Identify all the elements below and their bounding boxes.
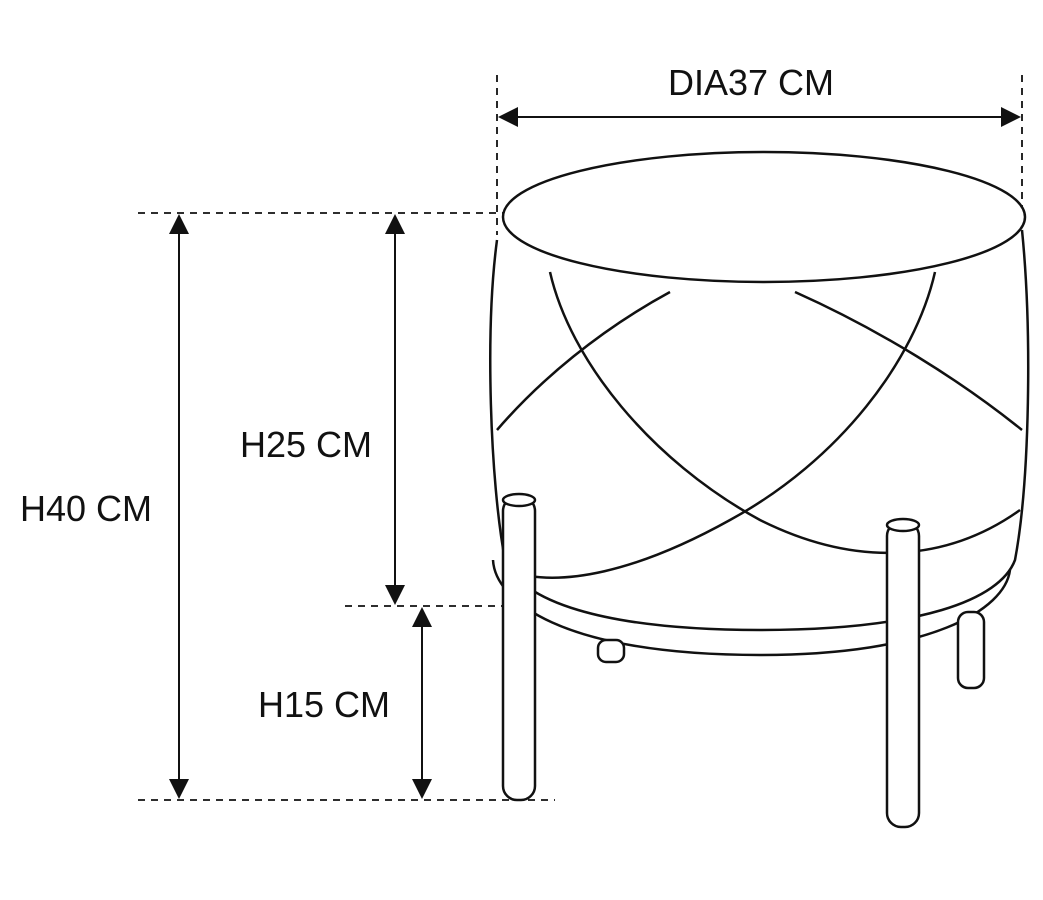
total-height-label: H40 CM: [20, 488, 153, 529]
dimension-arrows: [169, 107, 1021, 799]
dimension-guides: [138, 75, 1023, 801]
diameter-label: DIA37 CM: [668, 62, 835, 103]
ottoman-legs: [501, 492, 986, 829]
ottoman-body: [489, 150, 1030, 657]
seat-height-label: H25 CM: [240, 424, 373, 465]
leg-height-label: H15 CM: [258, 684, 391, 725]
